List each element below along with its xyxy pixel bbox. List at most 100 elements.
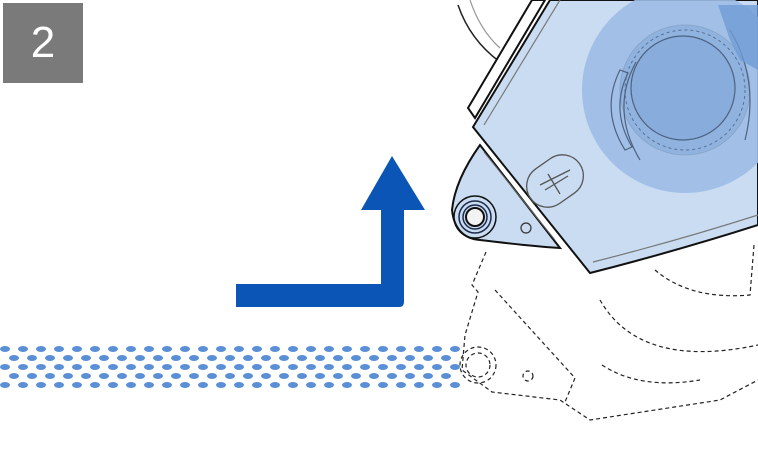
airflow-dot (99, 355, 109, 361)
airflow-dot (252, 346, 262, 352)
airflow-dot (360, 346, 370, 352)
airflow-dot (180, 364, 190, 370)
airflow-dot (288, 382, 298, 388)
airflow-dot (81, 373, 91, 379)
airflow-dot (153, 373, 163, 379)
airflow-dot (252, 382, 262, 388)
rim-edge (466, 0, 547, 120)
airflow-dot (261, 355, 271, 361)
airflow-dot (279, 373, 289, 379)
airflow-dot (369, 373, 379, 379)
airflow-dot (324, 382, 334, 388)
airflow-dot (9, 355, 19, 361)
airflow-dot (342, 346, 352, 352)
airflow-dot (117, 355, 127, 361)
airflow-dot (216, 382, 226, 388)
airflow-dot (450, 364, 460, 370)
airflow-dot (243, 355, 253, 361)
airflow-dot (144, 364, 154, 370)
airflow-dot (54, 346, 64, 352)
airflow-dot (306, 364, 316, 370)
airflow-dots (0, 346, 460, 388)
airflow-dot (99, 373, 109, 379)
airflow-dot (432, 364, 442, 370)
step-number-badge: 2 (3, 3, 83, 83)
airflow-dot (0, 382, 10, 388)
airflow-dot (414, 364, 424, 370)
airflow-dot (333, 373, 343, 379)
airflow-dot (90, 382, 100, 388)
airflow-dot (81, 355, 91, 361)
airflow-dot (27, 373, 37, 379)
airflow-dot (450, 346, 460, 352)
airflow-dot (36, 382, 46, 388)
airflow-dot (396, 346, 406, 352)
airflow-dot (270, 382, 280, 388)
airflow-dot (144, 346, 154, 352)
airflow-dot (234, 364, 244, 370)
airflow-dot (0, 346, 10, 352)
airflow-dot (315, 355, 325, 361)
airflow-dot (180, 382, 190, 388)
airflow-dot (396, 382, 406, 388)
airflow-dot (63, 373, 73, 379)
airflow-dot (189, 355, 199, 361)
airflow-dot (234, 382, 244, 388)
airflow-dot (36, 346, 46, 352)
airflow-dot (153, 355, 163, 361)
airflow-dot (396, 364, 406, 370)
airflow-dot (342, 382, 352, 388)
airflow-dot (414, 382, 424, 388)
airflow-dot (108, 382, 118, 388)
airflow-dot (126, 382, 136, 388)
airflow-dot (315, 373, 325, 379)
airflow-dot (18, 346, 28, 352)
airflow-dot (306, 382, 316, 388)
airflow-dot (144, 382, 154, 388)
airflow-dot (333, 355, 343, 361)
airflow-dot (351, 355, 361, 361)
airflow-dot (288, 346, 298, 352)
airflow-dot (90, 346, 100, 352)
latch-button (525, 154, 585, 208)
airflow-dot (360, 364, 370, 370)
airflow-dot (432, 346, 442, 352)
airflow-dot (45, 355, 55, 361)
airflow-dot (342, 364, 352, 370)
airflow-dot (423, 373, 433, 379)
airflow-dot (432, 382, 442, 388)
airflow-dot (171, 373, 181, 379)
airflow-dot (54, 364, 64, 370)
airflow-dot (207, 373, 217, 379)
airflow-dot (135, 355, 145, 361)
airflow-dot (270, 364, 280, 370)
airflow-dot (216, 346, 226, 352)
airflow-dot (90, 364, 100, 370)
airflow-dot (27, 355, 37, 361)
airflow-dot (189, 373, 199, 379)
airflow-dot (162, 382, 172, 388)
airflow-dot (324, 364, 334, 370)
airflow-dot (162, 346, 172, 352)
airflow-dot (0, 364, 10, 370)
airflow-dot (297, 373, 307, 379)
airflow-dot (279, 355, 289, 361)
airflow-dot (216, 364, 226, 370)
airflow-dot (108, 346, 118, 352)
airflow-dot (126, 364, 136, 370)
airflow-dot (234, 346, 244, 352)
airflow-dot (162, 364, 172, 370)
airflow-dot (18, 382, 28, 388)
airflow-dot (450, 382, 460, 388)
airflow-dot (306, 346, 316, 352)
airflow-dot (36, 364, 46, 370)
airflow-dot (252, 364, 262, 370)
strap-outline (457, 4, 501, 63)
airflow-dot (9, 373, 19, 379)
airflow-dot (198, 364, 208, 370)
airflow-dot (225, 373, 235, 379)
rivet-icon (520, 222, 532, 234)
airflow-dot (405, 355, 415, 361)
airflow-dot (387, 355, 397, 361)
